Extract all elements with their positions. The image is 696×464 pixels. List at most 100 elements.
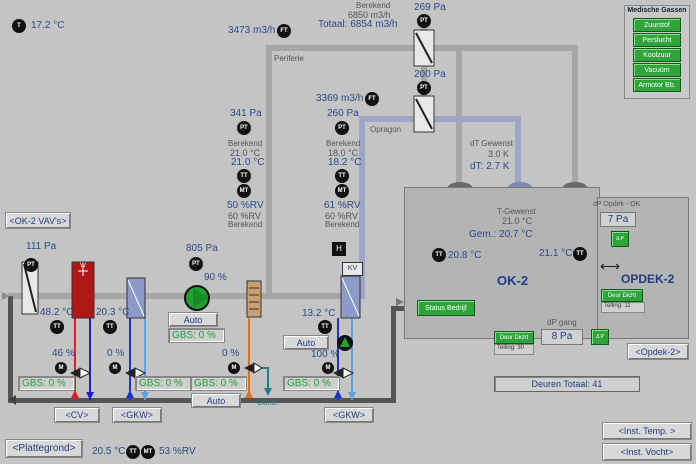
footer-temp: 20.5 °C	[92, 446, 126, 457]
opragon-pressure-sensor: PT	[417, 81, 431, 95]
left-col-pa: 341 Pa	[230, 108, 262, 119]
fan-pressure-sensor: PT	[189, 257, 203, 271]
room-gem: Gem.: 20.7 °C	[469, 229, 533, 240]
periferie-flow: 3473 m3/h	[228, 25, 276, 36]
mid-col-rv: 61 %RV	[324, 200, 361, 211]
hum-auto-button[interactable]: Auto	[191, 393, 241, 408]
gas-koolzuur-button[interactable]: Koolzuur	[633, 48, 681, 62]
periferie-pressure-sensor: PT	[417, 14, 431, 28]
footer-temp-sensor: TT	[126, 445, 140, 459]
mid-col-temp-b: 18.0 °C	[328, 148, 359, 158]
top-berekend-label: Berekend	[356, 1, 391, 10]
top-totaal: Totaal: 6854 m3/h	[318, 19, 398, 30]
cooler-pct: 0 %	[107, 348, 125, 359]
room-temp-left: 20.8 °C	[448, 250, 482, 261]
kv-auto-button[interactable]: Auto	[283, 335, 329, 350]
kv-pct: 100 %	[311, 349, 340, 360]
periferie-label: Periferie	[274, 54, 304, 63]
duct-vertical-dampers	[421, 20, 427, 120]
deuren-totaal: Deuren Totaal: 41	[494, 376, 640, 392]
mid-col-pressure-sensor: PT	[335, 121, 349, 135]
supply-fan	[184, 285, 210, 311]
damper-periferie	[413, 29, 435, 67]
room-status-button[interactable]: Status Bedrijf	[417, 300, 475, 316]
filter-pa: 111 Pa	[26, 241, 57, 252]
room-inlet-arrow	[396, 298, 404, 306]
opdek-button[interactable]: <Opdek-2>	[627, 343, 689, 360]
t-gewenst-label: T-Gewenst	[497, 207, 536, 216]
room-name: OK-2	[497, 273, 529, 288]
left-col-pressure-sensor: PT	[237, 121, 251, 135]
gas-perslucht-button[interactable]: Perslucht	[633, 33, 681, 47]
heater-valve	[70, 367, 92, 379]
heater-gbs: GBS: 0 %	[18, 376, 75, 391]
exhaust-arrow	[8, 395, 16, 405]
duct-right-down-1	[456, 45, 462, 185]
kv-gbs-text: GBS: 0 %	[287, 378, 331, 389]
left-col-berekend: Berekend	[228, 139, 263, 148]
fan-pa: 805 Pa	[186, 243, 218, 254]
mid-col-humidity-sensor: MT	[335, 184, 349, 198]
dp-opdek-label: dP Opdek - OK	[593, 201, 641, 208]
cooler-temp: 20.3 °C	[96, 307, 130, 318]
gkw-button-2[interactable]: <GKW>	[324, 407, 374, 423]
supply-duct-main	[8, 293, 360, 299]
kv-valve	[333, 367, 355, 379]
left-col-rv-b: 60 %RV	[228, 211, 261, 221]
opdek-door-status[interactable]: Deur Dicht	[601, 289, 643, 302]
gkw-button-1[interactable]: <GKW>	[112, 407, 162, 423]
cooler-gbs-text: GBS: 0 %	[139, 378, 183, 389]
dp-gang-value: 8 Pa	[541, 329, 583, 345]
dp-opdek-value: 7 Pa	[600, 212, 636, 227]
mid-col-temp: 18.2 °C	[328, 157, 362, 168]
kv-label: KV	[342, 262, 363, 276]
duct-opragon-horizontal	[359, 116, 521, 122]
vav-button[interactable]: <OK-2 VAV's>	[5, 212, 71, 229]
hum-gbs: GBS: 0 %	[190, 376, 247, 391]
fan-gbs: GBS: 0 %	[168, 328, 225, 343]
cv-button[interactable]: <CV>	[54, 407, 100, 423]
gas-vacuum-button[interactable]: Vacuüm	[633, 63, 681, 77]
opragon-flow-sensor: FT	[365, 92, 379, 106]
kv-actuator: M	[322, 362, 334, 374]
damper-opragon	[413, 95, 435, 133]
duct-right-down-2	[572, 45, 578, 185]
hum-gbs-text: GBS: 0 %	[194, 378, 238, 389]
fan-gbs-text: GBS: 0 %	[172, 330, 216, 341]
fan-auto-button[interactable]: Auto	[168, 312, 218, 327]
opragon-label: Opragon	[370, 125, 402, 134]
kv-temp-sensor: TT	[318, 320, 332, 334]
room-temp-right: 21.1 °C	[539, 248, 573, 259]
heater-pct: 46 %	[52, 348, 75, 359]
inst-vocht-button[interactable]: <Inst. Vocht>	[602, 443, 692, 461]
kv-pump	[337, 335, 353, 351]
dp-gang-label: dP gang	[547, 318, 577, 327]
gang-telling: Telling: 30	[494, 344, 534, 355]
dt-gewenst-label: dT Gewenst	[470, 139, 513, 148]
gas-zuurstof-button[interactable]: Zuurstof	[633, 18, 681, 32]
left-col-temp: 21.0 °C	[231, 157, 265, 168]
inlet-filter	[21, 261, 39, 315]
mid-col-berekend: Berekend	[326, 139, 361, 148]
cooler-gbs: GBS: 0 %	[135, 376, 192, 391]
duct-opragon-down	[515, 116, 521, 184]
heater-actuator: M	[55, 362, 67, 374]
top-berekend-flow: 6850 m3/h	[348, 10, 391, 20]
return-duct-right	[391, 306, 396, 403]
cooler-temp-sensor: TT	[103, 320, 117, 334]
heater-gbs-text: GBS: 0 %	[22, 378, 66, 389]
opdek-name: OPDEK-2	[621, 272, 675, 286]
left-col-rv: 50 %RV	[227, 200, 264, 211]
cooler-coil	[126, 277, 146, 319]
humidifier	[246, 280, 262, 318]
hum-pct: 0 %	[222, 348, 240, 359]
inst-temp-button[interactable]: <Inst. Temp. >	[602, 422, 692, 440]
mid-col-temp-sensor: TT	[335, 169, 349, 183]
medical-gases-panel: Medische Gassen Zuurstof Perslucht Koolz…	[624, 5, 690, 99]
hum-valve	[244, 362, 263, 374]
condensate-pipe	[256, 367, 269, 390]
left-col-berekend2: Berekend	[228, 220, 263, 229]
gang-door-status[interactable]: Deur Dicht	[494, 331, 534, 344]
plattegrond-button[interactable]: <Plattegrond>	[5, 439, 83, 458]
gas-armotor-button[interactable]: Armotor Bb.	[633, 78, 681, 92]
